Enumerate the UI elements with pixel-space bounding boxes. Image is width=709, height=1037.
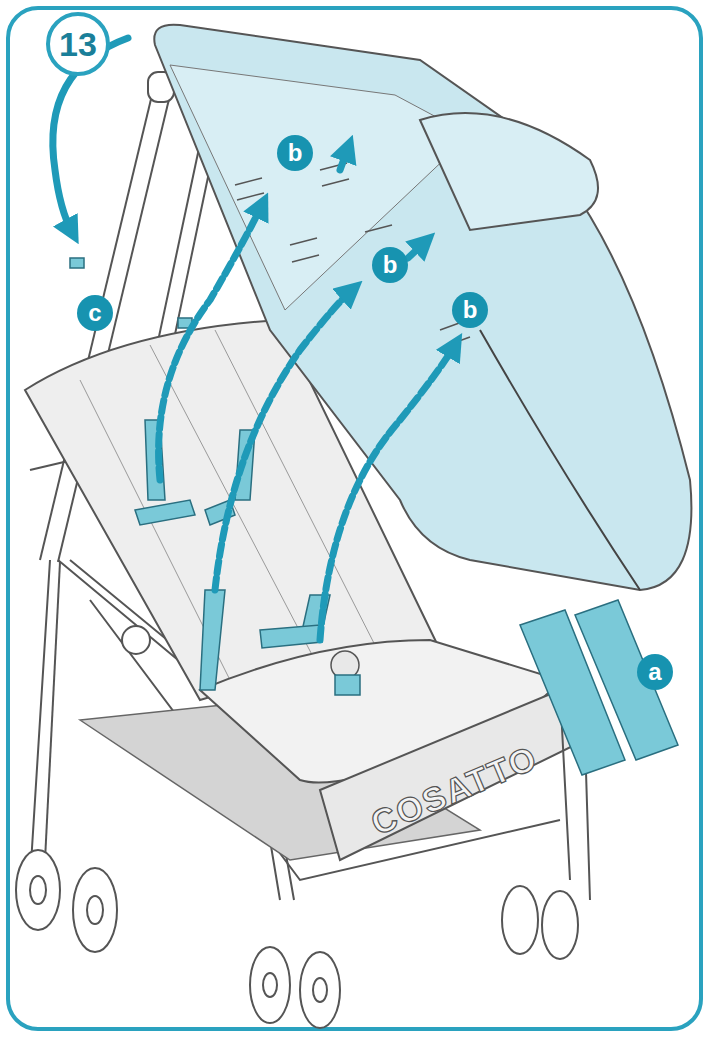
step-number-circle: 13 (46, 12, 110, 76)
step-number: 13 (59, 27, 97, 61)
callout-circle: a (637, 654, 673, 690)
callout-letter: b (463, 298, 478, 322)
callout-letter: b (288, 141, 303, 165)
callout-circle: b (277, 135, 313, 171)
callout-circle: c (77, 295, 113, 331)
callout-circle: b (452, 292, 488, 328)
callout-letter: a (648, 660, 661, 684)
callout-letter: c (88, 301, 101, 325)
callout-letter: b (383, 253, 398, 277)
callout-circle: b (372, 247, 408, 283)
